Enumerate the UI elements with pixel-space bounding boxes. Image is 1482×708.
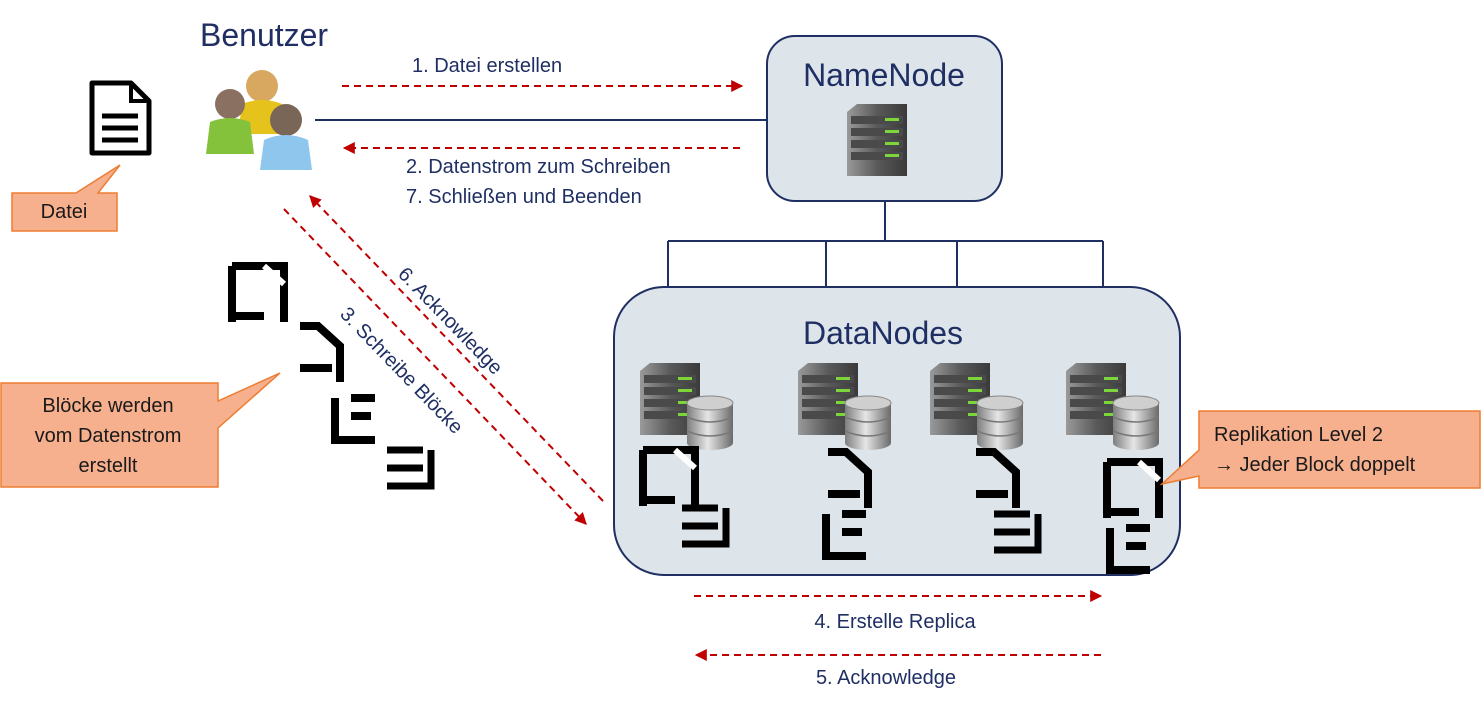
database-icon — [1112, 395, 1160, 451]
label-create-replica: 4. Erstelle Replica — [814, 611, 976, 633]
namenode-box: NameNode — [766, 35, 1003, 202]
namenode-title: NameNode — [803, 57, 965, 93]
datanodes-box: DataNodes — [613, 286, 1181, 576]
file-block-icon — [300, 326, 340, 382]
callout-file-text: Datei — [41, 201, 88, 223]
label-acknowledge-6: 6. Acknowledge — [393, 263, 506, 379]
database-icon — [844, 395, 892, 451]
namenode-datanode-connectors — [667, 201, 1104, 287]
label-close-finish: 7. Schließen und Beenden — [406, 186, 642, 208]
file-block-icon — [335, 398, 375, 440]
label-acknowledge-5: 5. Acknowledge — [816, 667, 956, 689]
user-title: Benutzer — [200, 17, 328, 53]
document-icon — [89, 80, 152, 156]
file-block-icon — [387, 450, 431, 486]
callout-blocks-line-3: erstellt — [79, 455, 138, 477]
file-block-icon — [232, 266, 284, 322]
arrow-write-blocks — [283, 208, 587, 525]
label-datastream: 2. Datenstrom zum Schreiben — [406, 156, 671, 178]
database-icon — [686, 395, 734, 451]
server-icon — [847, 104, 907, 176]
arrow-acknowledge-6 — [309, 195, 604, 502]
database-icon — [976, 395, 1024, 451]
callout-replication-line-2: → Jeder Block doppelt — [1214, 454, 1416, 476]
callout-replication: Replikation Level 2 → Jeder Block doppel… — [1159, 410, 1481, 489]
callout-blocks: Blöcke werden vom Datenstrom erstellt — [0, 372, 281, 488]
label-create-file: 1. Datei erstellen — [412, 55, 562, 77]
callout-blocks-line-2: vom Datenstrom — [35, 425, 182, 447]
callout-blocks-line-1: Blöcke werden — [42, 395, 173, 417]
callout-file: Datei — [11, 164, 121, 232]
callout-replication-line-1: Replikation Level 2 — [1214, 424, 1383, 446]
datanodes-title: DataNodes — [803, 315, 963, 351]
users-icon — [206, 70, 312, 170]
